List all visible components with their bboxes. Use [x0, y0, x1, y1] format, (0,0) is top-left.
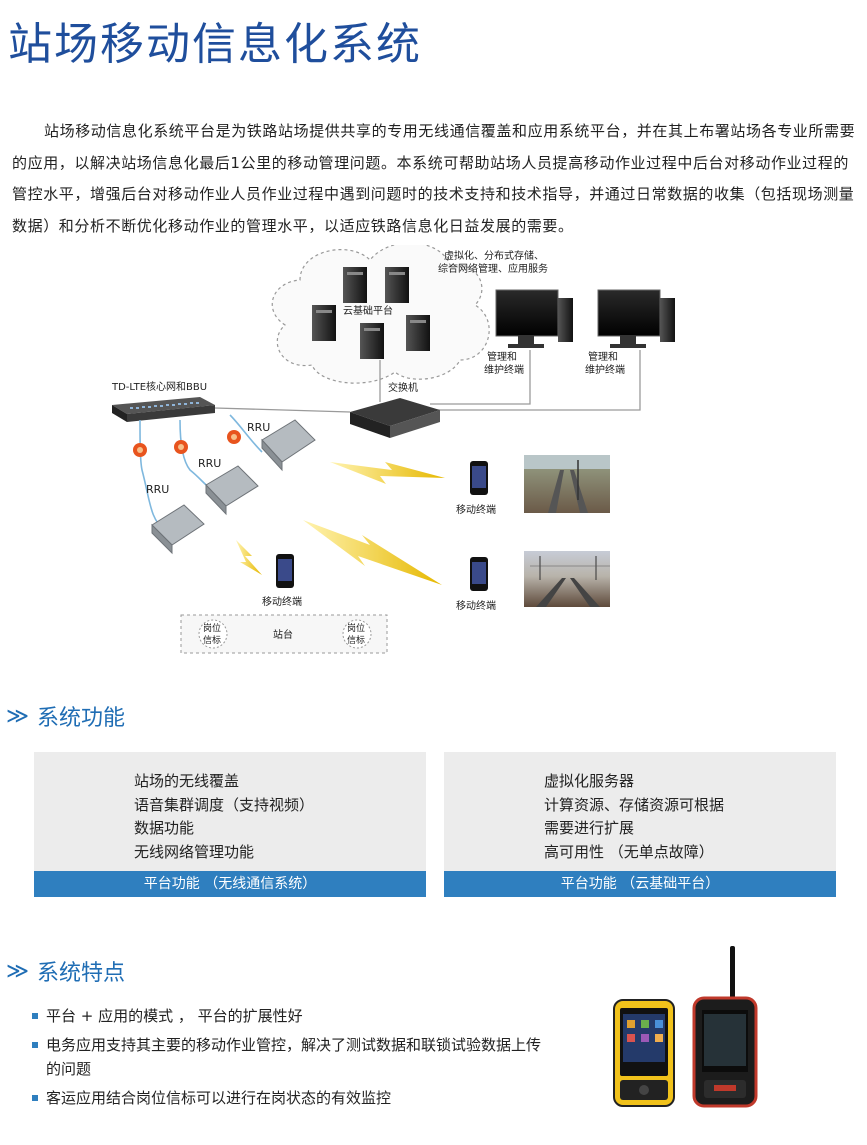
section-functions-title: 系统功能	[37, 706, 126, 731]
server-icon	[312, 267, 430, 359]
page-title: 站场移动信息化系统	[8, 19, 422, 70]
list-item: 数据功能	[134, 819, 195, 837]
rugged-phone-icon	[613, 999, 675, 1107]
section-functions-heading: ≫ 系统功能	[6, 700, 125, 732]
beacon-right-label-1: 岗位	[347, 622, 365, 634]
core-network-label: TD-LTE核心网和BBU	[111, 380, 207, 393]
connector-icon	[133, 430, 241, 457]
feature-item: 客运应用结合岗位信标可以进行在岗状态的有效监控	[32, 1086, 552, 1110]
card-caption: 平台功能 （云基础平台）	[444, 871, 836, 897]
list-item: 站场的无线覆盖	[134, 772, 240, 790]
mobile-phone-icon	[470, 557, 488, 591]
rru-icon	[151, 419, 316, 555]
switch-label: 交换机	[388, 381, 418, 394]
beacon-icon	[198, 619, 228, 649]
system-diagram: 云基础平台 虚拟化、分布式存储、 综合网络管理、应用服务 管理和 维护终端 管理…	[111, 245, 675, 654]
rugged-phone-icon	[692, 946, 758, 1108]
railway-photo-1	[524, 455, 610, 513]
chevron-icon: ≫	[6, 958, 30, 984]
mobile-label-2: 移动终端	[456, 599, 496, 612]
beacon-left-label-2: 信标	[203, 634, 221, 646]
terminal1-label-1: 管理和	[487, 350, 517, 363]
monitor-icon	[495, 289, 573, 348]
network-links	[214, 350, 641, 413]
rru-label-3: RRU	[146, 483, 169, 496]
intro-paragraph: 站场移动信息化系统平台是为铁路站场提供共享的专用无线通信覆盖和应用系统平台，并在…	[12, 122, 856, 235]
mobile-phone-icon	[470, 461, 488, 495]
terminal1-label-2: 维护终端	[484, 363, 524, 376]
beacon-icon	[342, 619, 372, 649]
rru-label-2: RRU	[198, 457, 221, 470]
feature-item: 平台 + 应用的模式 ， 平台的扩展性好	[32, 1004, 552, 1028]
section-features-heading: ≫ 系统特点	[6, 955, 125, 987]
beacon-right-label-2: 信标	[347, 634, 365, 646]
switch-icon	[350, 398, 440, 438]
mobile-label-3: 移动终端	[262, 595, 302, 608]
list-item: 高可用性 （无单点故障）	[544, 842, 714, 861]
list-item: 计算资源、存储资源可根据	[544, 795, 725, 814]
wireless-signal-icon	[303, 520, 442, 585]
feature-text: 客运应用结合岗位信标可以进行在岗状态的有效监控	[46, 1089, 392, 1107]
cloud-services-label-2: 综合网络管理、应用服务	[438, 262, 548, 275]
function-card-wireless: 站场的无线覆盖 语音集群调度（支持视频） 数据功能 无线网络管理功能 平台功能 …	[34, 752, 426, 897]
card-caption: 平台功能 （无线通信系统）	[34, 871, 426, 897]
platform-label: 站台	[273, 628, 293, 641]
bullet-icon	[32, 1013, 38, 1019]
feature-text: 平台 + 应用的模式 ， 平台的扩展性好	[46, 1007, 303, 1025]
mobile-phone-icon	[276, 554, 294, 588]
function-card-cloud: 虚拟化服务器 计算资源、存储资源可根据 需要进行扩展 高可用性 （无单点故障） …	[444, 752, 836, 897]
railway-photo-2	[524, 551, 610, 607]
cloud-shape	[271, 245, 490, 384]
features-list: 平台 + 应用的模式 ， 平台的扩展性好 电务应用支持其主要的移动作业管控，解决…	[32, 1004, 552, 1115]
monitor-icon	[597, 289, 675, 348]
handheld-terminals-image	[613, 946, 758, 1108]
bullet-icon	[32, 1095, 38, 1101]
list-item: 虚拟化服务器	[544, 772, 635, 790]
cloud-services-label-1: 虚拟化、分布式存储、	[444, 249, 544, 262]
list-item: 需要进行扩展	[544, 819, 635, 837]
terminal2-label-2: 维护终端	[585, 363, 625, 376]
list-item: 无线网络管理功能	[134, 842, 255, 861]
chevron-icon: ≫	[6, 703, 30, 729]
cloud-platform-label: 云基础平台	[343, 304, 393, 317]
fiber-cables	[139, 414, 263, 531]
wireless-signal-icon	[330, 462, 445, 484]
wireless-signal-icon	[236, 540, 262, 575]
section-features-title: 系统特点	[37, 961, 126, 986]
mobile-label-1: 移动终端	[456, 503, 496, 516]
rru-label-1: RRU	[247, 421, 270, 434]
feature-text: 电务应用支持其主要的移动作业管控，解决了测试数据和联锁试验数据上传的问题	[46, 1036, 542, 1078]
bullet-icon	[32, 1042, 38, 1048]
beacon-left-label-1: 岗位	[203, 622, 221, 634]
terminal2-label-1: 管理和	[588, 350, 618, 363]
feature-item: 电务应用支持其主要的移动作业管控，解决了测试数据和联锁试验数据上传的问题	[32, 1033, 552, 1081]
bbu-rack-icon	[112, 397, 215, 422]
list-item: 语音集群调度（支持视频）	[134, 795, 315, 814]
